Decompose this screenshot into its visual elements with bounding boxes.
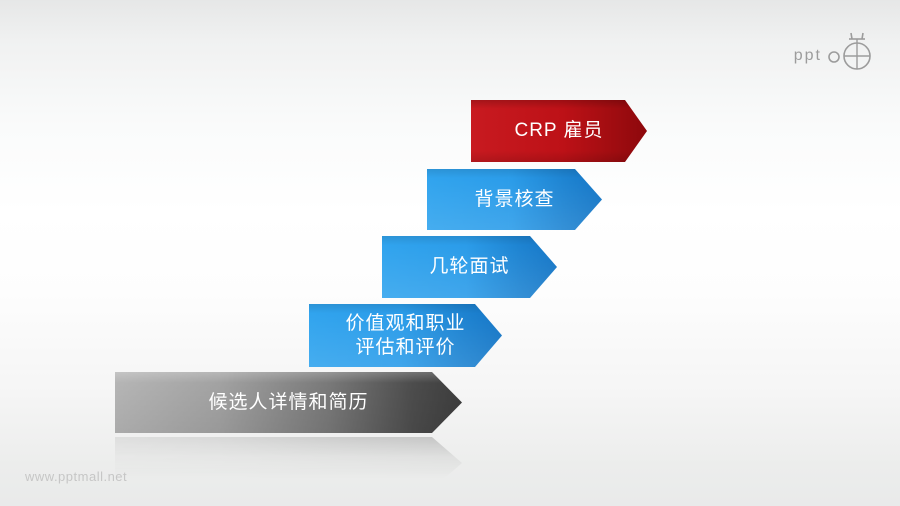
process-step-1: CRP 雇员: [471, 100, 647, 162]
step-label: 候选人详情和简历: [208, 391, 369, 413]
pptmall-logo: ppt: [794, 30, 872, 77]
process-step-2: 背景核查: [427, 169, 602, 230]
process-step-4: 价值观和职业评估和评价: [309, 304, 502, 367]
step-label: 价值观和职业: [345, 312, 466, 334]
step-label: CRP 雇员: [514, 120, 604, 141]
process-step-3: 几轮面试: [382, 236, 557, 298]
step-label: 背景核查: [474, 188, 555, 210]
watermark-url: www.pptmall.net: [25, 469, 128, 484]
process-step-5: 候选人详情和简历: [115, 372, 462, 433]
step-reflection: [115, 437, 462, 489]
step-label: 几轮面试: [429, 256, 510, 277]
step-label: 评估和评价: [355, 336, 456, 358]
pptmall-compass-icon: [826, 30, 872, 77]
logo-text: ppt: [793, 46, 822, 64]
